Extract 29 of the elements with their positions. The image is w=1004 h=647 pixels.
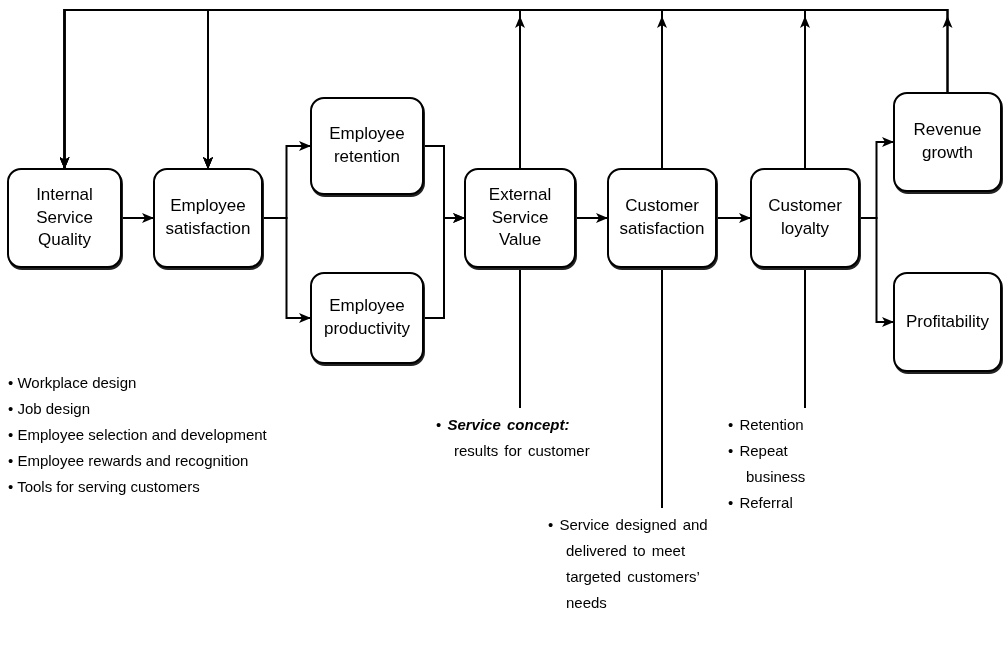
bullet-item: • Referral xyxy=(728,493,794,513)
bullet-item: • Service designed and delivered to meet targeted customers’ needs xyxy=(548,515,709,613)
bullet-item: • Retention xyxy=(728,415,805,435)
connector-line xyxy=(716,213,751,223)
connector-line xyxy=(575,213,608,223)
process-box: Customer loyalty xyxy=(750,168,860,268)
connector-line xyxy=(519,267,521,409)
connector-line xyxy=(859,217,894,327)
process-box: External Service Value xyxy=(464,168,576,268)
process-box: Employee satisfaction xyxy=(153,168,263,268)
bullet-item: • Repeat business xyxy=(728,441,807,487)
bullet-item: • Service concept: results for customer xyxy=(436,415,591,461)
connector-line xyxy=(121,213,154,223)
process-box: Employee productivity xyxy=(310,272,424,364)
process-box: Customer satisfaction xyxy=(607,168,717,268)
process-box: Profitability xyxy=(893,272,1002,372)
connector-line xyxy=(262,217,311,323)
process-box: Employee retention xyxy=(310,97,424,195)
bullet-item: • Employee selection and development xyxy=(8,425,268,445)
bullet-item: • Workplace design xyxy=(8,373,138,393)
connector-line xyxy=(804,267,806,409)
connector-line xyxy=(423,213,465,319)
bullet-item: • Job design xyxy=(8,399,91,419)
connector-line xyxy=(203,9,949,169)
connector-line xyxy=(661,267,663,509)
process-box: Revenue growth xyxy=(893,92,1002,192)
process-box: Internal Service Quality xyxy=(7,168,122,268)
bullet-item: • Employee rewards and recognition xyxy=(8,451,250,471)
bullet-item: • Tools for serving customers xyxy=(8,477,201,497)
